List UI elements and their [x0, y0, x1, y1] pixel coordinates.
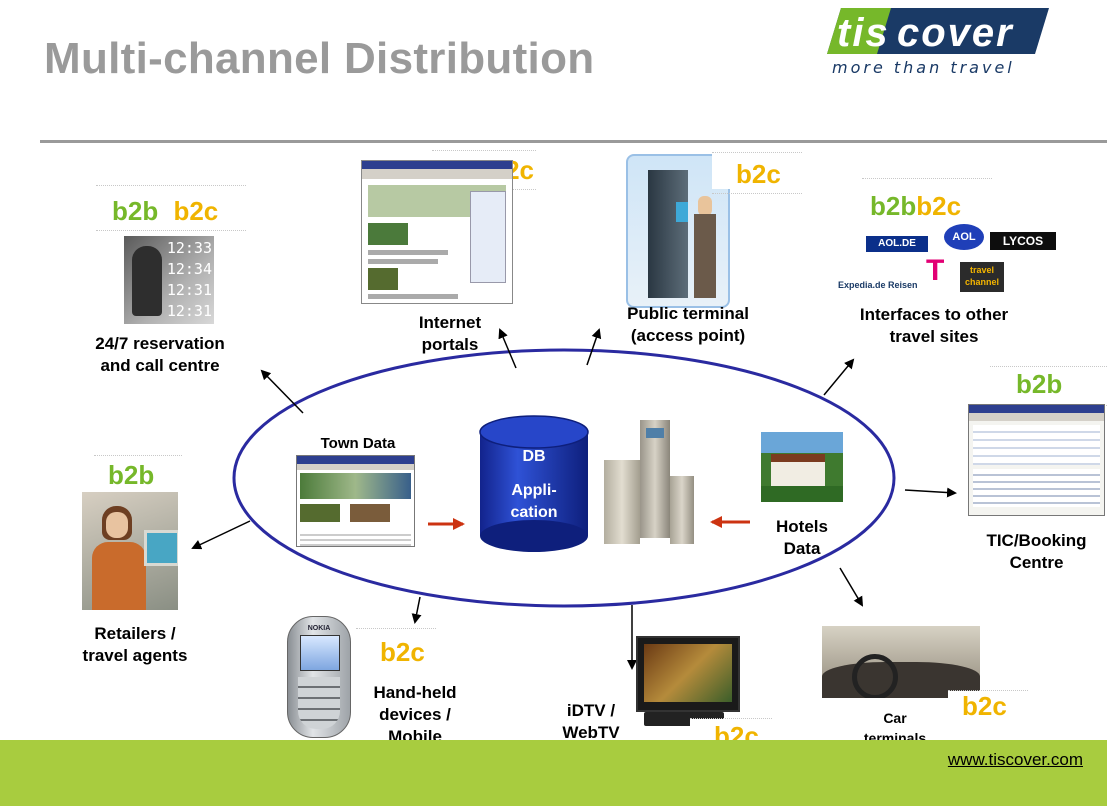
badge-b2c: b2c	[916, 191, 962, 221]
platform-ellipse	[232, 348, 896, 608]
database-cylinder	[479, 415, 589, 552]
badge-b2b: b2b	[1016, 369, 1063, 399]
retailer-photo	[82, 492, 178, 610]
badge-b2c: b2c	[736, 159, 781, 189]
interfaces-label: Interfaces to other travel sites	[859, 305, 1009, 346]
badge-b2c: b2c	[173, 196, 219, 226]
town-data-screenshot	[296, 455, 415, 547]
tic-badge: b2b	[990, 366, 1107, 406]
arrow-terminal	[586, 328, 602, 366]
travel-channel-logo: travel channel	[960, 262, 1004, 292]
clock-digit: 12:31	[166, 302, 212, 320]
arrow-call-centre	[260, 369, 304, 414]
internet-label: Internet portals	[418, 313, 482, 354]
retailers-label: Retailers / travel agents	[82, 624, 188, 665]
website-link[interactable]: www.tiscover.com	[947, 750, 1083, 769]
call-centre-photo: 12:33 12:34 12:31 12:31	[124, 236, 214, 324]
page-title: Multi-channel Distribution	[44, 34, 595, 83]
hotels-data-label: Hotels Data	[776, 517, 828, 558]
header-divider	[40, 140, 1107, 143]
mobile-label: Hand-held devices / Mobile	[373, 683, 457, 746]
arrow-interfaces	[823, 358, 855, 396]
badge-b2b: b2b	[108, 460, 155, 490]
interfaces-badge: b2bb2c	[862, 178, 992, 221]
tic-label: TIC/Booking Centre	[986, 531, 1087, 572]
svg-text:cover: cover	[897, 11, 1014, 54]
car-interior-photo	[822, 626, 980, 698]
terminal-badge: b2c	[712, 152, 802, 194]
tiscover-logo: tis cover	[827, 8, 1049, 54]
badge-b2b: b2b	[870, 191, 917, 221]
arrow-mobile	[411, 596, 422, 624]
retailers-badge: b2b	[94, 455, 182, 490]
call-centre-label: 24/7 reservation and call centre	[95, 334, 225, 375]
application-label: Appli- cation	[510, 482, 558, 521]
diagram-connections	[191, 328, 957, 670]
arrow-tic	[904, 487, 957, 498]
svg-text:tis: tis	[837, 11, 890, 54]
mobile-badge: b2c	[356, 628, 436, 667]
phone-brand: NOKIA	[307, 625, 331, 632]
aol-logo: AOL	[944, 224, 984, 250]
clock-digit: 12:31	[166, 281, 212, 299]
tic-booking-screenshot	[968, 404, 1105, 516]
telekom-logo: T	[926, 254, 945, 287]
aol-de-logo: AOL.DE	[866, 236, 928, 252]
clock-digit: 12:33	[166, 239, 212, 257]
lycos-logo: LYCOS	[990, 232, 1056, 250]
expedia-logo: Expedia.de Reisen	[838, 280, 918, 290]
badge-b2c: b2c	[962, 691, 1007, 721]
db-label: DB	[522, 448, 546, 465]
mobile-phone-photo: NOKIA	[287, 616, 351, 738]
arrow-internet	[498, 328, 517, 369]
clock-digit: 12:34	[166, 260, 212, 278]
internet-portal-screenshot	[361, 160, 513, 304]
call-centre-badge: b2b b2c	[96, 185, 246, 231]
arrow-retailers	[191, 520, 251, 550]
idtv-screen	[636, 636, 740, 712]
logo-tagline: more than travel	[832, 58, 1015, 77]
badge-b2c: b2c	[380, 637, 425, 667]
hotel-photo	[761, 432, 843, 502]
footer-bar	[0, 740, 1107, 806]
car-badge: b2c	[948, 690, 1028, 721]
server-hardware-photo	[600, 420, 696, 544]
badge-b2b: b2b	[112, 196, 159, 226]
idtv-label: iDTV / WebTV	[562, 701, 620, 742]
town-data-label: Town Data	[320, 435, 396, 452]
arrow-car	[839, 567, 864, 607]
terminal-label: Public terminal (access point)	[627, 304, 749, 345]
